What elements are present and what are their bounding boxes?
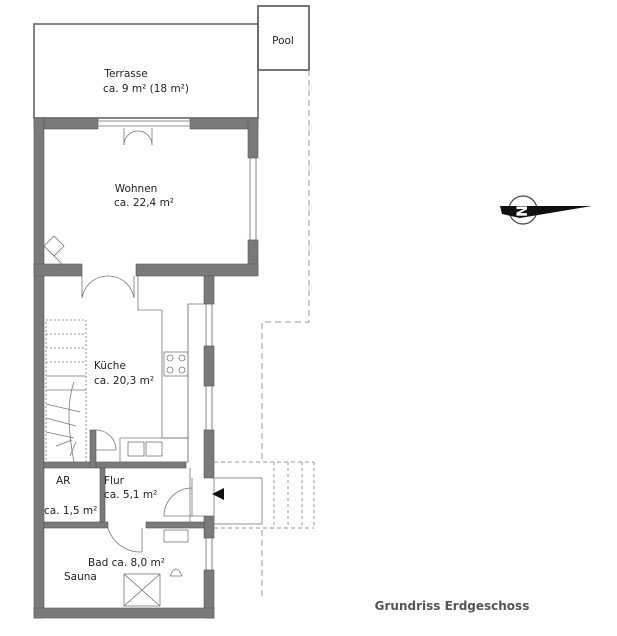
living-name: Wohnen — [115, 183, 158, 195]
garden-boundary-line — [261, 70, 310, 462]
bath-fixtures — [123, 529, 189, 607]
shower-icon — [123, 573, 161, 607]
compass-letter: N — [515, 205, 531, 217]
pool-label: Pool — [272, 35, 294, 47]
kitchen-area-label: ca. 20,3 m² — [94, 375, 154, 387]
exterior-walls — [33, 117, 259, 619]
staircase — [45, 319, 87, 463]
bath-door — [107, 527, 143, 553]
living-window — [249, 157, 257, 241]
toilet-icon — [169, 568, 183, 577]
kitchen-window-2 — [205, 385, 213, 431]
storage-area-label: ca. 1,5 m² — [44, 505, 97, 517]
pool-outline — [257, 5, 310, 71]
windows — [205, 157, 257, 571]
bath-label: Bad ca. 8,0 m² — [88, 557, 165, 569]
plan-caption: Grundriss Erdgeschoss — [375, 599, 530, 613]
kitchen-name: Küche — [94, 360, 126, 372]
hall-name: Flur — [104, 475, 125, 487]
entrance-arrow-icon — [212, 488, 224, 500]
entrance-landing — [213, 477, 263, 525]
storage-name: AR — [56, 475, 70, 487]
terrace-area-label: ca. 9 m² (18 m²) — [103, 83, 189, 95]
pool-area: Pool — [257, 5, 310, 71]
entrance-steps — [212, 461, 315, 529]
living-kitchen-door — [81, 275, 135, 299]
hall-area-label: ca. 5,1 m² — [104, 489, 157, 501]
kitchen-window-1 — [205, 303, 213, 347]
living-area-label: ca. 22,4 m² — [114, 197, 174, 209]
sink-icon — [127, 441, 145, 457]
living-corner-symbol — [43, 235, 65, 267]
bath-window — [205, 537, 213, 571]
hall-door-kitchen — [95, 429, 117, 451]
terrace-area: Terrasse ca. 9 m² (18 m²) — [33, 23, 259, 119]
stove-icon — [163, 351, 189, 377]
entrance-door — [163, 478, 204, 517]
garden-boundary — [261, 70, 310, 600]
compass-icon: N — [500, 195, 592, 225]
terrace-name: Terrasse — [103, 68, 147, 80]
washbasin-icon — [163, 529, 189, 543]
terrace-door — [97, 120, 191, 146]
terrace-outline — [33, 23, 259, 119]
kitchen-counter — [119, 276, 204, 463]
sauna-label: Sauna — [64, 571, 97, 583]
